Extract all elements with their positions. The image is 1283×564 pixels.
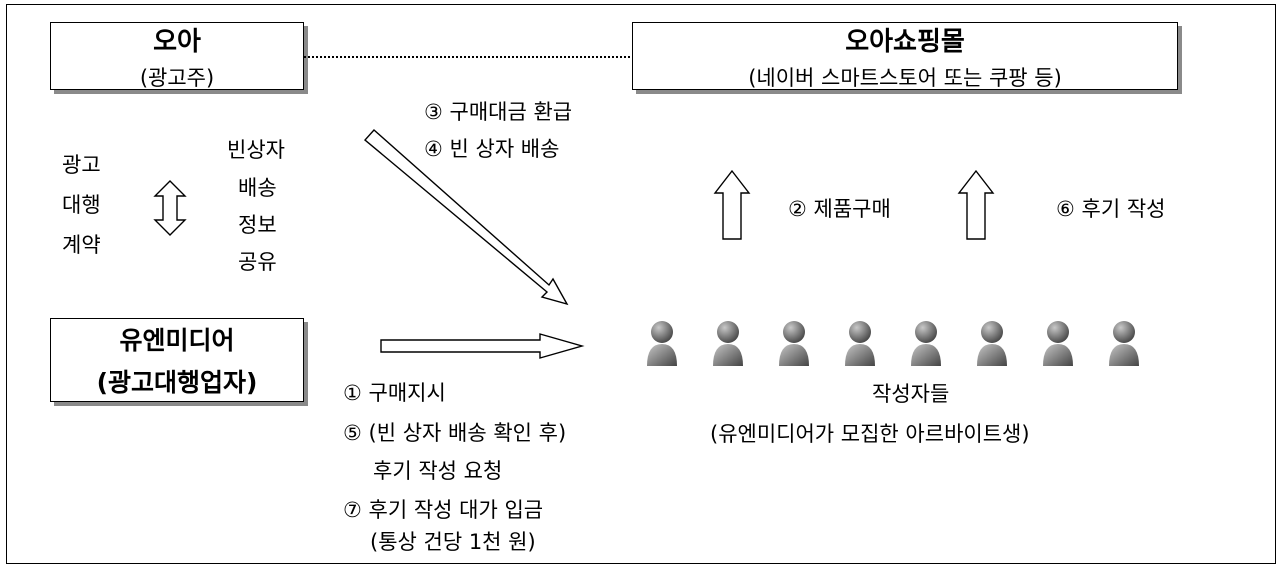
contract-label-line1: 광고 — [62, 153, 101, 177]
advertiser-box: 오아 (광고주) — [50, 22, 304, 90]
writers-icons — [646, 318, 1166, 378]
mall-platforms: (네이버 스마트스토어 또는 쿠팡 등) — [748, 65, 1062, 90]
box-info-label-line3: 정보 — [238, 213, 277, 237]
agency-role: (광고대행업자) — [96, 368, 258, 397]
agency-name: 유엔미디어 — [119, 326, 235, 355]
mall-name: 오아쇼핑몰 — [845, 26, 965, 57]
request-step-line2: 후기 작성 요청 — [373, 459, 503, 483]
person-icon — [1043, 321, 1073, 366]
box-info-label-line4: 공유 — [238, 250, 277, 274]
person-icon — [779, 321, 809, 366]
advertiser-name: 오아 — [153, 26, 201, 57]
payment-step-line2: (통상 건당 1천 원) — [370, 530, 536, 554]
box-info-label-line2: 배송 — [238, 176, 277, 200]
instruct-step: ① 구매지시 — [343, 381, 446, 405]
contract-label-line2: 대행 — [62, 193, 101, 217]
writers-subtitle: (유엔미디어가 모집한 아르바이트생) — [710, 422, 1030, 446]
writers-title: 작성자들 — [872, 382, 950, 406]
person-icon — [845, 321, 875, 366]
review-step: ⑥ 후기 작성 — [1056, 197, 1166, 221]
agency-box: 유엔미디어 (광고대행업자) — [50, 318, 304, 402]
person-icon — [1109, 321, 1139, 366]
instruct-horizontal-arrow — [380, 333, 585, 359]
advertiser-role: (광고주) — [139, 65, 215, 90]
purchase-up-arrow — [713, 169, 751, 240]
writers-icon-svg — [647, 321, 1139, 366]
mall-box: 오아쇼핑몰 (네이버 스마트스토어 또는 쿠팡 등) — [632, 22, 1178, 90]
refund-step: ③ 구매대금 환급 — [424, 100, 573, 124]
box-shipping-step: ④ 빈 상자 배송 — [424, 137, 560, 161]
person-icon — [713, 321, 743, 366]
purchase-step: ② 제품구매 — [788, 197, 891, 221]
box-info-label-line1: 빈상자 — [227, 138, 285, 162]
contract-label-line3: 계약 — [62, 233, 101, 257]
review-up-arrow — [957, 169, 995, 240]
refund-diagonal-arrow — [363, 129, 569, 306]
request-step-line1: ⑤ (빈 상자 배송 확인 후) — [343, 421, 567, 445]
person-icon — [647, 321, 677, 366]
person-icon — [911, 321, 941, 366]
payment-step-line1: ⑦ 후기 작성 대가 입금 — [343, 498, 544, 522]
contract-double-arrow — [153, 180, 187, 236]
person-icon — [977, 321, 1007, 366]
